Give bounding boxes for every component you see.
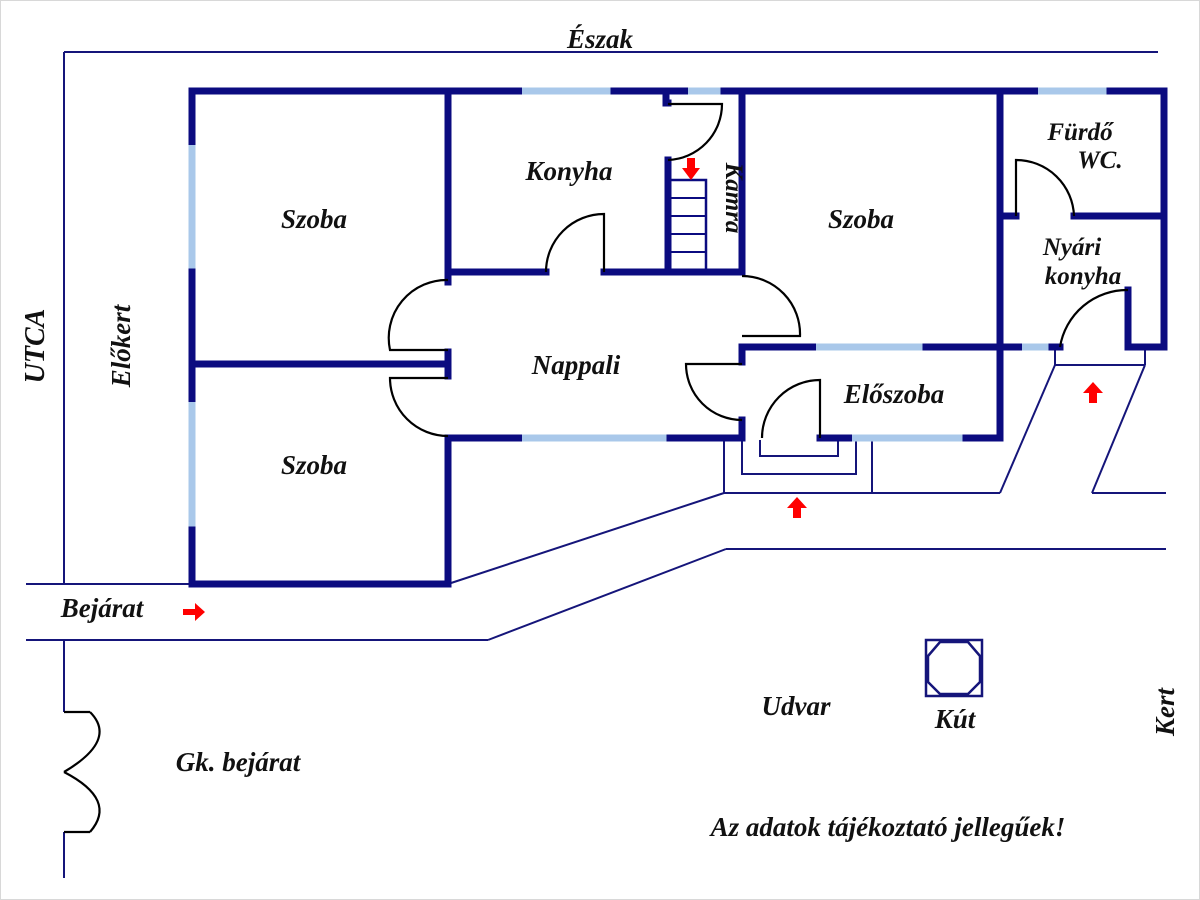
disclaimer: Az adatok tájékoztató jellegűek! (709, 812, 1066, 842)
door-front (760, 378, 822, 439)
sk-path-left (999, 364, 1056, 494)
label-garden: Kert (1150, 687, 1180, 738)
door-furdo (1014, 158, 1076, 217)
room-label-eloszoba: Előszoba (843, 379, 945, 409)
room-label-kamra: Kamra (720, 162, 747, 234)
room-label-wc: WC. (1077, 147, 1122, 174)
sk-path-right (1091, 364, 1146, 494)
label-well: Kút (934, 704, 977, 734)
room-label-szoba-sw: Szoba (281, 450, 347, 480)
entrance-arrows (183, 158, 1103, 621)
room-label-nappali: Nappali (531, 350, 621, 380)
path-diagonal-lower (487, 548, 727, 641)
label-yard: Udvar (762, 691, 831, 721)
label-north: Észak (566, 24, 634, 54)
door-kamra (667, 102, 724, 162)
label-car-entrance: Gk. bejárat (176, 747, 302, 777)
room-label-konyha-summer: konyha (1045, 263, 1121, 290)
arrow-down-icon (682, 158, 700, 180)
car-gate-arc-upper (63, 711, 101, 773)
door-szoba-ne (741, 274, 802, 338)
stairs-icon (668, 178, 708, 272)
room-label-konyha: Konyha (524, 156, 612, 186)
car-gate (63, 710, 101, 834)
door-szoba-nw (387, 278, 449, 352)
door-eloszoba (684, 362, 743, 422)
walls (188, 87, 1168, 588)
door-szoba-sw (388, 376, 449, 438)
room-label-nyari: Nyári (1042, 234, 1101, 261)
label-front-garden: Előkert (106, 303, 136, 388)
path-diagonal-upper (447, 492, 725, 585)
door-konyha (544, 212, 606, 273)
plot-boundary (26, 51, 1166, 878)
label-entrance: Bejárat (60, 593, 145, 623)
arrow-right-icon (183, 603, 205, 621)
doors (387, 102, 1129, 439)
car-gate-arc-lower (63, 771, 101, 833)
door-nyari-konyha (1058, 288, 1129, 348)
porch-step-inner (759, 440, 839, 457)
room-label-furdo: Fürdő (1046, 119, 1114, 146)
label-street: UTCA (20, 309, 51, 384)
porch-step-outer (741, 440, 857, 475)
room-label-szoba-nw: Szoba (281, 204, 347, 234)
arrow-up-icon (787, 497, 807, 518)
well-icon (924, 638, 984, 698)
room-label-szoba-ne: Szoba (828, 204, 894, 234)
arrow-up-icon (1083, 382, 1103, 403)
